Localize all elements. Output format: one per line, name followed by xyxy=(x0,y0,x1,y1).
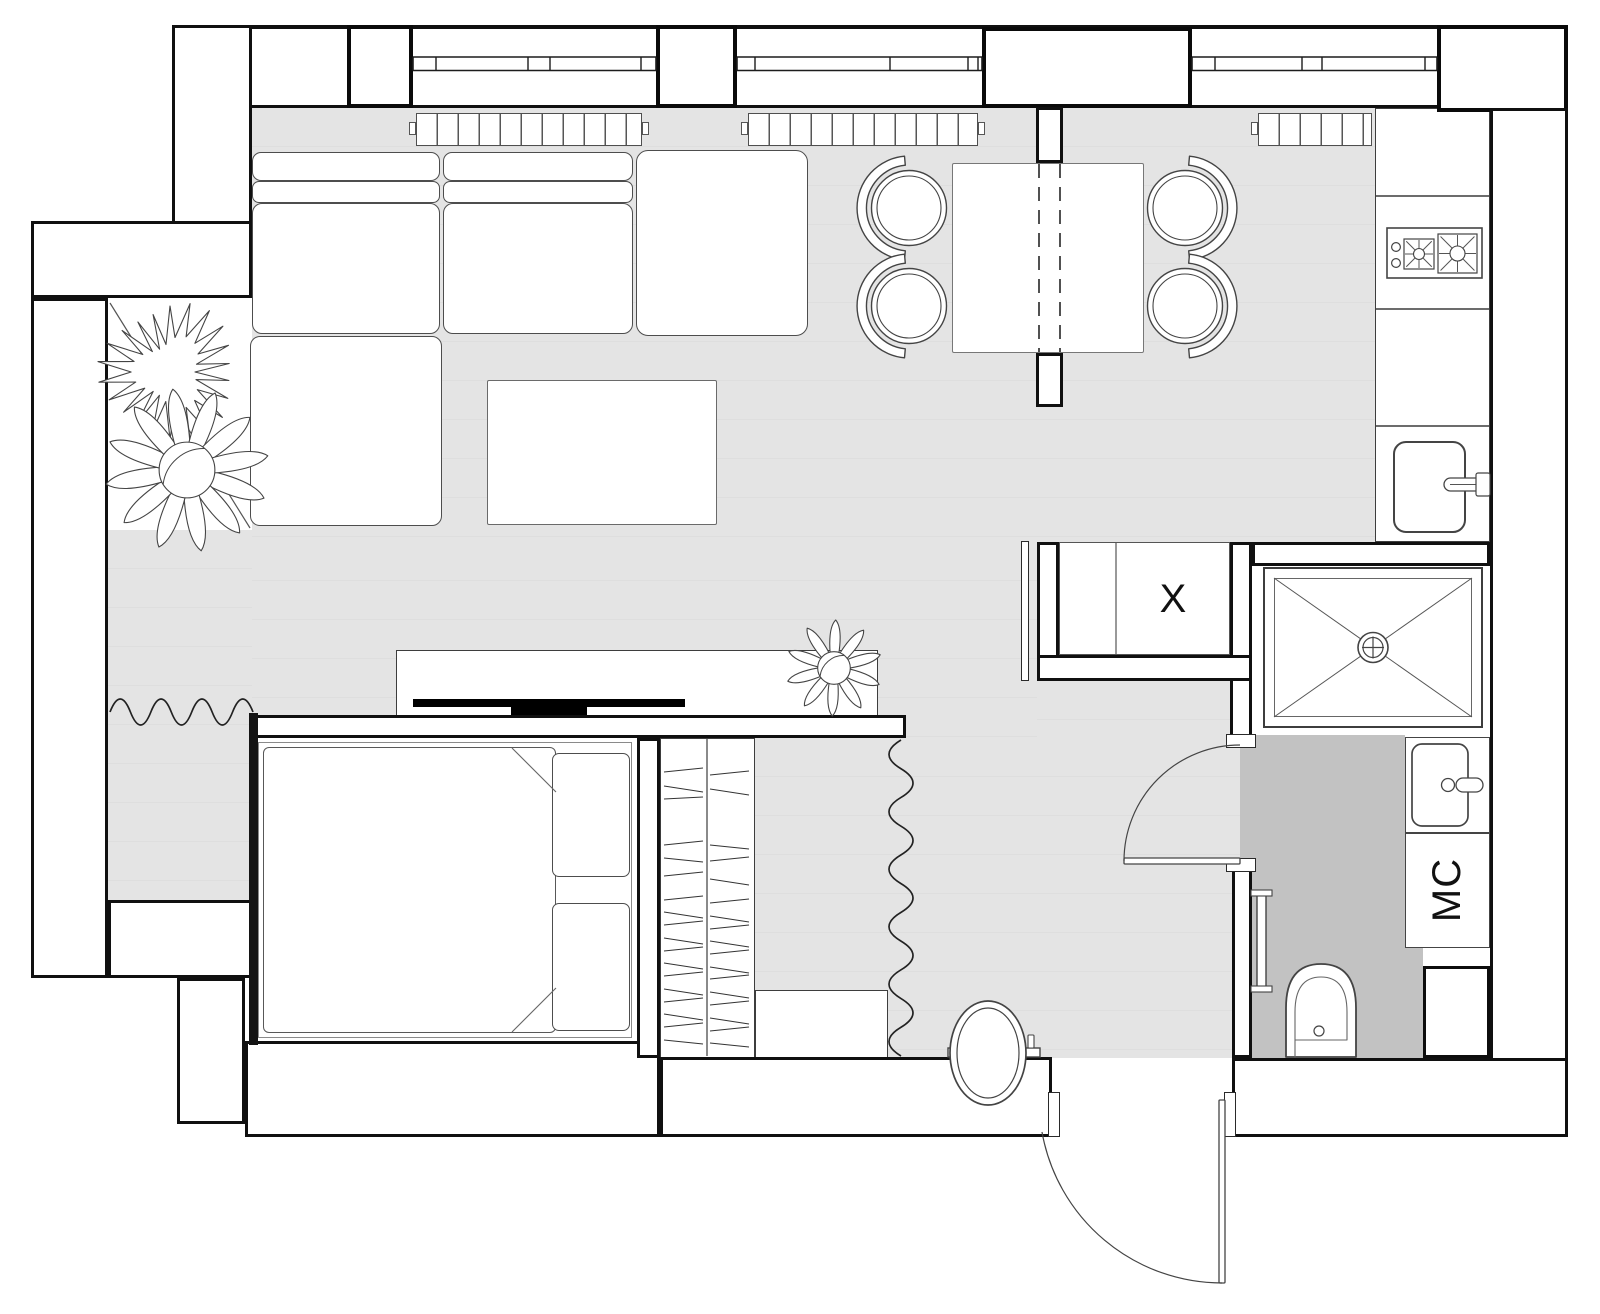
radiator-valve xyxy=(642,122,649,135)
sofa-chaise xyxy=(250,336,442,526)
bath-jamb-bottom xyxy=(1226,858,1256,872)
wall-bottom-bedroom xyxy=(245,1041,660,1137)
floor-living-lower xyxy=(252,542,1021,715)
pillow-top xyxy=(552,753,630,877)
floor-bathroom xyxy=(1240,735,1405,1058)
radiator-valve xyxy=(741,122,748,135)
wall-corner-block xyxy=(1437,25,1568,112)
wall-bedroom-west xyxy=(249,713,258,1045)
sofa-back-cushion-4 xyxy=(443,181,633,203)
shower-tray-inner xyxy=(1274,578,1472,717)
floor-passage xyxy=(906,542,1037,746)
entrance-jamb-right xyxy=(1224,1092,1236,1137)
wall-bath-west-lower xyxy=(1232,862,1252,1058)
wardrobe xyxy=(660,738,755,1058)
wall-pier-2 xyxy=(656,25,737,108)
radiator-living-2 xyxy=(748,113,978,146)
wall-shower-north xyxy=(1252,542,1490,566)
washing-machine-label-text: MC xyxy=(1424,857,1469,923)
bathroom-cabinet xyxy=(1423,966,1490,1058)
coffee-table xyxy=(487,380,717,525)
entrance-jamb-left xyxy=(1048,1092,1060,1137)
wall-bottom-left xyxy=(177,978,245,1124)
tv-mount xyxy=(511,701,587,715)
radiator-living-1 xyxy=(416,113,642,146)
sofa-seat-right xyxy=(443,203,633,334)
wall-bedroom-east xyxy=(637,738,660,1058)
bathroom-sink-counter xyxy=(1405,737,1490,833)
wall-bottom-bath xyxy=(1232,1058,1568,1137)
wall-right xyxy=(1490,108,1568,1137)
wall-left-step xyxy=(31,221,252,298)
wall-left xyxy=(31,298,108,978)
mattress xyxy=(263,747,556,1033)
closet-label-text: X xyxy=(1159,576,1187,621)
wall-pier-1 xyxy=(347,25,413,108)
radiator-valve xyxy=(409,122,416,135)
washing-machine xyxy=(1405,833,1490,948)
radiator-valve xyxy=(978,122,985,135)
wall-fin xyxy=(1021,541,1029,681)
sofa-seat-left xyxy=(252,203,440,334)
wall-partition-stub-bottom xyxy=(1036,353,1063,407)
sofa-back-cushion-2 xyxy=(443,152,633,181)
wall-partition-stub-top xyxy=(1036,107,1063,163)
wall-bottom-hall xyxy=(660,1057,1052,1137)
closet-label: X xyxy=(1150,576,1196,622)
wall-bedroom-north xyxy=(252,715,906,738)
sofa-back-cushion-1 xyxy=(252,152,440,181)
wall-column-block xyxy=(982,27,1192,108)
pillow-bottom xyxy=(552,903,630,1031)
wall-left-lower xyxy=(108,900,252,978)
wall-bath-west-upper xyxy=(1230,542,1252,746)
dining-table xyxy=(952,163,1144,353)
storage-closet xyxy=(1059,542,1230,655)
floor-window-alcove xyxy=(108,530,252,900)
floor-hall-upper xyxy=(1037,681,1232,746)
sofa-back-cushion-3 xyxy=(252,181,440,203)
kitchen-counter xyxy=(1375,108,1490,542)
wall-closet-south xyxy=(1037,655,1252,681)
shoe-cabinet xyxy=(755,990,888,1058)
radiator-kitchen xyxy=(1258,113,1372,146)
radiator-valve xyxy=(1251,122,1258,135)
sofa-ottoman xyxy=(636,150,808,336)
floor-bathroom-2 xyxy=(1405,948,1423,1058)
washing-machine-label: MC xyxy=(1425,833,1469,947)
bath-jamb-top xyxy=(1226,734,1256,748)
